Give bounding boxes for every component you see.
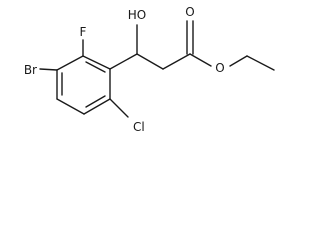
- bond-ring-chiral-carbon: [109, 53, 138, 70]
- chemical-structure-diagram: Br F HO O O Cl: [24, 5, 275, 134]
- bond-carbonyl-ester-o: [189, 53, 212, 67]
- hydroxyl-label: HO: [128, 8, 146, 22]
- benzene-ring: [56, 55, 111, 115]
- ring-bond: [83, 98, 111, 115]
- ring-bond: [82, 55, 111, 70]
- bond-ch2-carbonyl: [162, 53, 191, 70]
- ring-bond: [56, 55, 84, 71]
- ester-oxygen-label: O: [215, 61, 224, 75]
- bond-ring-cl: [109, 98, 129, 118]
- atom-labels: Br F HO O O Cl: [24, 5, 225, 134]
- bond-ester-o-ethyl: [229, 55, 248, 67]
- ring-bond: [56, 98, 85, 115]
- bond-ethyl: [246, 55, 275, 71]
- carbonyl-oxygen-label: O: [185, 5, 194, 19]
- substituent-bonds: [39, 20, 275, 118]
- bond-carbon-ch2: [136, 53, 164, 70]
- bromine-label: Br: [24, 63, 37, 77]
- ring-double-bond: [85, 95, 106, 108]
- fluorine-label: F: [80, 25, 87, 39]
- ring-double-bond: [85, 61, 106, 73]
- chlorine-label: Cl: [133, 120, 145, 134]
- bond-ring-br: [39, 68, 58, 71]
